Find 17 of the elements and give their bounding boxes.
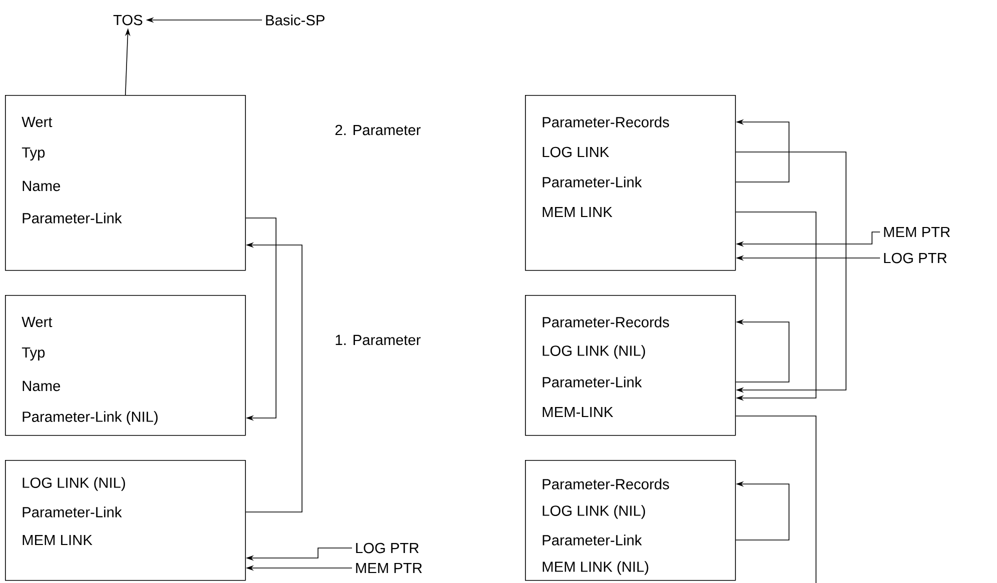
arrow (245, 218, 276, 421)
record-box: LOG LINK (NIL) Parameter-Link MEM LINK (5, 460, 246, 581)
pointer-label: MEM PTR (884, 226, 950, 238)
parameter-label: 1. Parameter (336, 334, 421, 346)
arrow (735, 152, 846, 393)
arrow (735, 212, 816, 401)
record-box: Parameter-Records LOG LINK (NIL) Parameter-Link MEM LINK (NIL) (525, 460, 736, 581)
pointer-label: LOG PTR (884, 252, 947, 264)
record-box: Wert Typ Name Parameter-Link (5, 95, 246, 271)
pointer-label: TOS (113, 14, 142, 26)
pointer-label: LOG PTR (356, 542, 419, 554)
parameter-label: 2. Parameter (335, 124, 421, 136)
record-box: Wert Typ Name Parameter-Link (NIL) (5, 295, 246, 436)
record-box: Parameter-Records LOG LINK Parameter-Link MEM LINK (525, 95, 736, 271)
pointer-label: Basic-SP (266, 14, 324, 26)
pointer-label: MEM PTR (356, 562, 422, 574)
record-box: Parameter-Records LOG LINK (NIL) Parameter-Link MEM-LINK (525, 295, 736, 436)
